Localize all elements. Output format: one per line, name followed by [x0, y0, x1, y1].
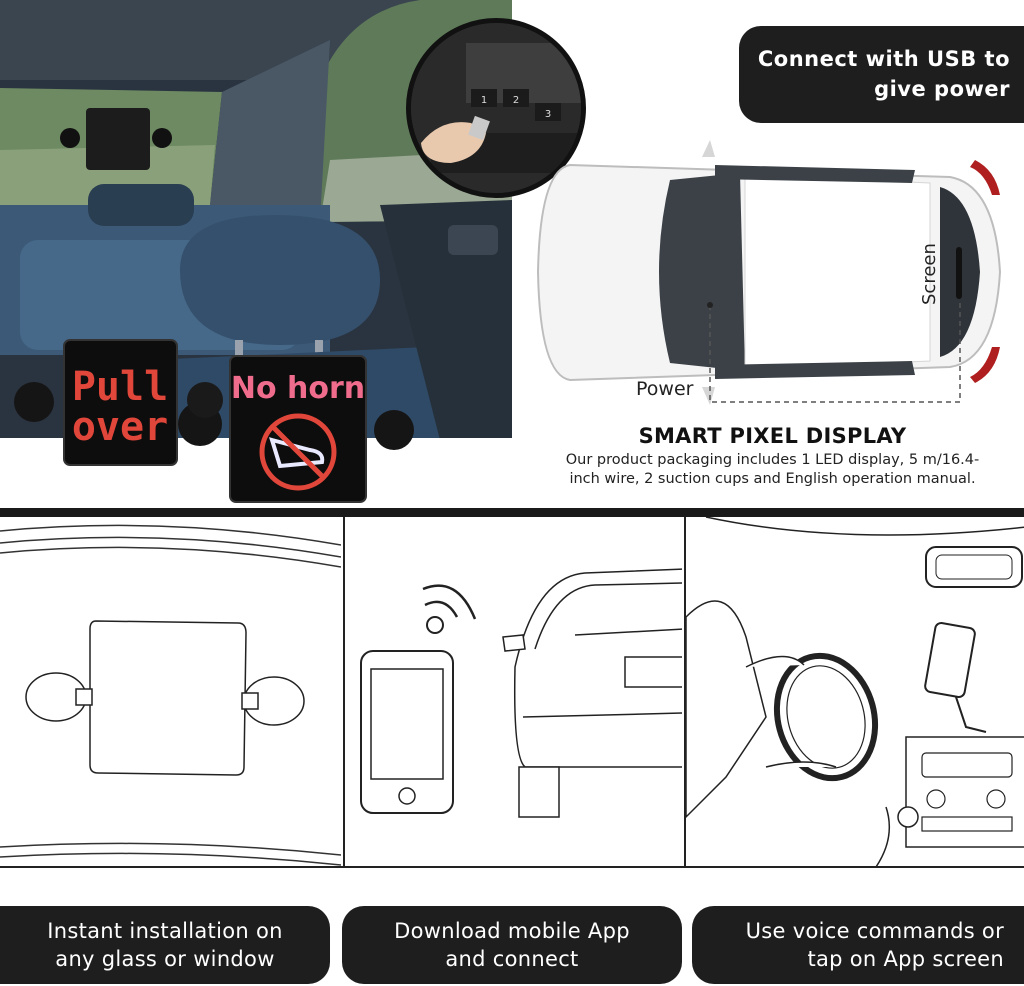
usb-connection-inset: 1 2 3 [406, 18, 586, 198]
car-top-view-diagram [530, 135, 1010, 410]
panel-app-connect [343, 517, 682, 867]
panels-bottom-rule [0, 866, 1024, 868]
wifi-icon [422, 584, 477, 634]
feature-install-line1: Instant installation on [47, 919, 283, 943]
section-divider [0, 508, 1024, 517]
port-label-1: 1 [481, 95, 487, 106]
suction-cup-icon [25, 672, 93, 722]
screen-label: Screen [919, 243, 940, 305]
suction-cup-icon [241, 676, 305, 726]
hero-section: Pull over No horn 1 2 3 [0, 0, 1024, 508]
led-text-over: over [72, 404, 168, 450]
usb-callout-line1: Connect with USB to [757, 47, 1010, 71]
usb-power-callout: Connect with USB to give power [739, 26, 1024, 123]
led-display-icon [63, 339, 178, 466]
panel-window-install [0, 517, 341, 867]
port-label-2: 2 [513, 95, 519, 106]
feature-badge-voice: Use voice commands or tap on App screen [692, 906, 1024, 984]
smartphone-icon [360, 650, 454, 814]
panel-voice-control [684, 517, 1024, 867]
led-text-pull: Pull [72, 364, 168, 410]
port-label-3: 3 [545, 109, 551, 120]
feature-app-line1: Download mobile App [394, 919, 630, 943]
no-horn-icon [259, 413, 337, 491]
feature-badge-install: Instant installation on any glass or win… [0, 906, 330, 984]
phone-mount [924, 622, 987, 733]
usb-callout-line2: give power [874, 77, 1010, 101]
feature-illustrations [0, 517, 1024, 867]
feature-badge-app: Download mobile App and connect [342, 906, 682, 984]
power-label: Power [636, 378, 694, 400]
car-rear-outline [502, 568, 682, 818]
feature-voice-line2: tap on App screen [807, 947, 1004, 971]
product-title: SMART PIXEL DISPLAY [638, 424, 907, 448]
feature-install-line2: any glass or window [55, 947, 275, 971]
led-display-outline [89, 620, 247, 776]
feature-app-line2: and connect [445, 947, 579, 971]
feature-voice-line1: Use voice commands or [745, 919, 1004, 943]
product-description: Our product packaging includes 1 LED dis… [565, 452, 980, 487]
led-text-no-horn: No horn [231, 371, 365, 406]
